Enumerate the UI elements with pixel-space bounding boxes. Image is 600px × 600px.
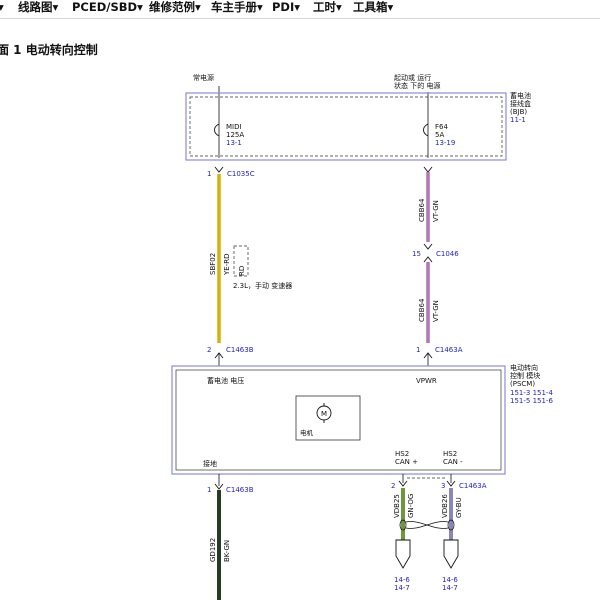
c1463a-top-name: C1463A — [435, 346, 463, 354]
top-nav-bar: ▾ 线路图▾ PCED/SBD▾ 维修范例▾ 车主手册▾ PDI▾ 工时▾ 工具… — [0, 0, 600, 19]
ref-right-line2[interactable]: 14-7 — [442, 584, 458, 592]
nav-item-pdi[interactable]: PDI▾ — [272, 0, 301, 14]
c1046-pin: 15 — [412, 250, 421, 258]
c1035c-arrow-icon — [214, 166, 224, 173]
c1463a-bottom-pin-right: 3 — [441, 482, 445, 490]
page-ref-pointer-left-icon — [395, 539, 411, 569]
power-left-label: 常电源 — [193, 73, 214, 82]
fuse-f64-icon — [423, 123, 429, 137]
ref-left-line2[interactable]: 14-7 — [394, 584, 410, 592]
pscm-box-inner — [175, 369, 502, 471]
c1046-name: C1046 — [436, 250, 459, 258]
bjb-label-3: (BJB) — [510, 108, 527, 116]
power-right-label-2: 状态 下的 电源 — [394, 81, 440, 90]
wire-sbf02-circuit: SBF02 — [209, 253, 217, 275]
c1463b-bottom-arrow-icon — [214, 483, 224, 490]
c1463b-bottom-pin: 1 — [207, 486, 211, 494]
battery-voltage-label: 蓄电池 电压 — [207, 376, 244, 385]
wire-gd192-color: BK-GN — [223, 540, 231, 562]
c1463a-bottom-arrow-left-icon — [398, 480, 408, 487]
c1463b-bottom-name: C1463B — [226, 486, 254, 494]
wire-vdb25-circuit: VDB25 — [393, 494, 401, 518]
c1463a-bottom-pin-left: 2 — [391, 482, 395, 490]
fuse-f64-rating: 5A — [435, 131, 444, 139]
power-right-label-1: 起动或 运行 — [394, 73, 431, 82]
fuse-midi-name: MIDI — [226, 123, 242, 131]
ref-left-line1[interactable]: 14-6 — [394, 576, 410, 584]
nav-item-toolbox[interactable]: 工具箱▾ — [353, 0, 394, 14]
c1046-top-arrow-icon — [423, 166, 433, 173]
twist-marker-left — [399, 519, 407, 531]
c1046-arrow-down-icon — [423, 243, 433, 250]
bjb-box-inner — [189, 96, 503, 157]
c1463b-top-pin: 2 — [207, 346, 211, 354]
page-title: 面 1 电动转向控制 — [0, 43, 98, 57]
c1463a-bottom-name: C1463A — [459, 482, 487, 490]
ref-right-line1[interactable]: 14-6 — [442, 576, 458, 584]
nav-item-repair-examples[interactable]: 维修范例▾ — [149, 0, 201, 14]
wire-vdb25-color: GN-OG — [407, 494, 415, 518]
nav-item-wiring-diagrams[interactable]: 线路图▾ — [18, 0, 59, 14]
c1463b-top-name: C1463B — [226, 346, 254, 354]
nav-item-previous[interactable]: ▾ — [0, 0, 4, 16]
hs2-can-minus-line2: CAN - — [443, 458, 463, 466]
wire-cbb64-top-color: VT-GN — [432, 200, 440, 222]
hs2-can-minus-line1: HS2 — [443, 450, 457, 458]
c1035c-name: C1035C — [227, 170, 255, 178]
hs2-can-plus-line1: HS2 — [395, 450, 409, 458]
c1463a-bottom-arrow-right-icon — [446, 480, 456, 487]
fuse-f64-name: F64 — [435, 123, 448, 131]
page-ref-pointer-right-icon — [443, 539, 459, 569]
motor-label: 电机 — [300, 428, 314, 437]
motor-box — [295, 395, 361, 441]
pscm-refs-1: 151-3 151-4 — [510, 389, 553, 397]
twist-curve-2 — [405, 521, 449, 529]
c1463a-top-pin: 1 — [416, 346, 420, 354]
wire-cbb64-bottom-color: VT-GN — [432, 300, 440, 322]
fuse-midi-icon — [214, 123, 220, 137]
motor-symbol: M — [321, 410, 327, 418]
option-dashed-box — [233, 245, 249, 277]
pscm-label-3: (PSCM) — [510, 380, 535, 388]
nav-item-pced-sbd[interactable]: PCED/SBD▾ — [72, 0, 143, 14]
wire-cbb64-bottom-circuit: CBB64 — [418, 298, 426, 322]
bjb-label-2: 接线盒 — [510, 99, 531, 108]
pscm-box-outer — [171, 365, 506, 475]
option-note: 2.3L，手动 变速器 — [233, 281, 292, 290]
nav-item-labor-time[interactable]: 工时▾ — [313, 0, 342, 14]
c1035c-pin: 1 — [207, 170, 211, 178]
wire-cbb64-top-circuit: CBB64 — [418, 198, 426, 222]
wire-vdb26-color: GY-BU — [455, 497, 463, 518]
wire-vdb26-circuit: VDB26 — [441, 494, 449, 518]
fuse-midi-ref: 13-1 — [226, 139, 242, 147]
bjb-label-1: 蓄电池 — [510, 91, 531, 100]
wire-gd192-circuit: GD192 — [209, 538, 217, 562]
bjb-ref: 11-1 — [510, 116, 526, 124]
twist-marker-right — [447, 519, 455, 531]
pscm-refs-2: 151-5 151-6 — [510, 397, 553, 405]
nav-item-owner-manual[interactable]: 车主手册▾ — [211, 0, 263, 14]
pscm-label-1: 电动转向 — [510, 363, 538, 372]
pscm-label-2: 控制 模块 — [510, 371, 540, 380]
option-wire-color: RD — [238, 266, 246, 276]
hs2-can-plus-line2: CAN + — [395, 458, 418, 466]
c1046-arrow-up-icon — [423, 256, 433, 263]
vpwr-label: VPWR — [416, 377, 437, 385]
bjb-box-outer — [185, 92, 507, 161]
fuse-midi-rating: 125A — [226, 131, 244, 139]
ground-label: 接地 — [203, 459, 217, 468]
wire-sbf02-color: YE-RD — [223, 254, 231, 276]
fuse-f64-ref: 13-19 — [435, 139, 455, 147]
